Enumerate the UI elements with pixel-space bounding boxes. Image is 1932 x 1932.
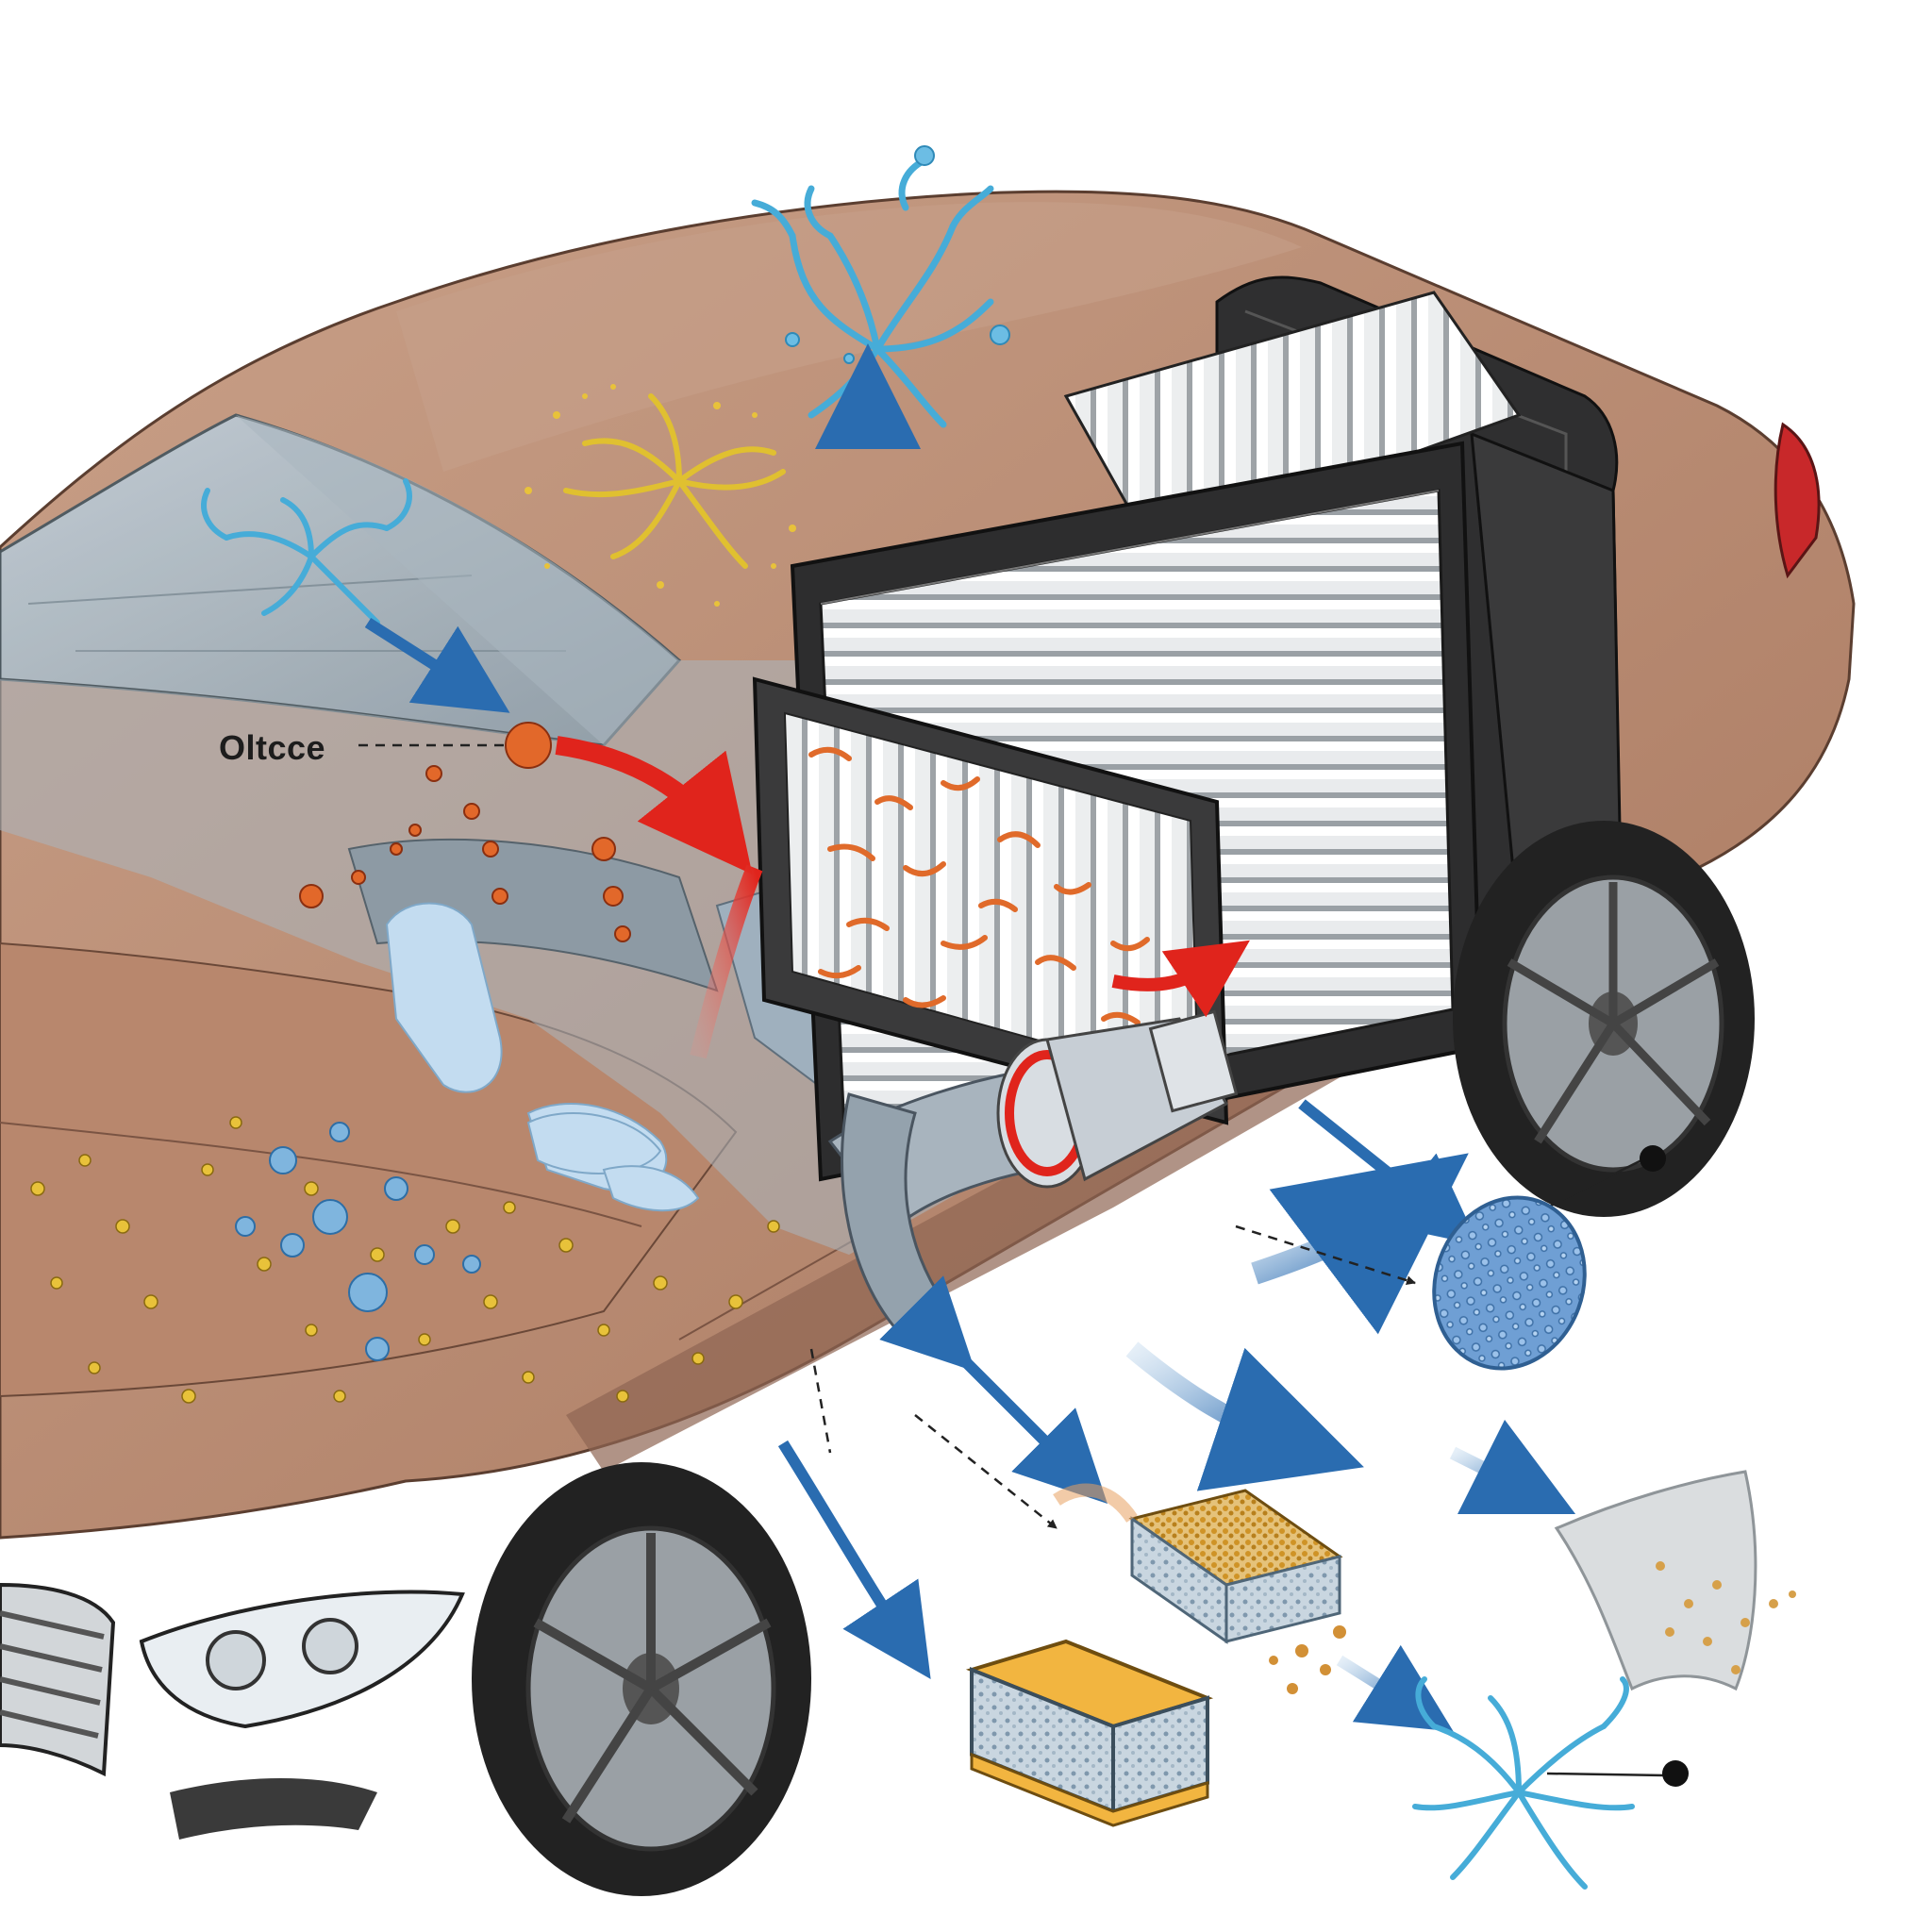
fabric-sheet [1554, 1470, 1796, 1691]
airflow-arrow-heated [555, 736, 753, 874]
leader-lines [358, 743, 1666, 1777]
bumper-vent [170, 1778, 377, 1840]
layered-foam-pad [1053, 1483, 1346, 1694]
airflow-arrow-double [879, 1275, 1108, 1504]
front-wheel [472, 1462, 811, 1896]
pollen-callout-label: Oltcce [219, 728, 326, 767]
mold-spore [1412, 1676, 1635, 1890]
headlight [139, 1590, 465, 1729]
mesh-disc [1432, 1195, 1587, 1371]
blower-motor [996, 1009, 1239, 1189]
callout-dot [1662, 1760, 1689, 1787]
airflow-arrows [364, 343, 1576, 1732]
airflow-arrow-out-1 [1298, 1099, 1479, 1245]
grille [0, 1582, 116, 1777]
secondary-filter-frame [752, 676, 1229, 1125]
airflow-arrow-out-3 [1125, 1341, 1364, 1491]
trapped-debris [808, 746, 1150, 1025]
airflow-arrow-out-5 [1336, 1644, 1454, 1732]
tail-light [1774, 422, 1821, 579]
rear-wheel [1453, 821, 1755, 1217]
callout-dot [1640, 1145, 1666, 1172]
pollen-particles [299, 722, 631, 942]
mold-spore [201, 478, 412, 625]
airflow-arrow-out-4 [1449, 1419, 1576, 1515]
pollen [563, 393, 786, 569]
airflow-arrow-in [364, 617, 510, 713]
hood-particles [30, 1112, 780, 1404]
activated-carbon-layer [965, 1639, 1214, 1827]
airflow-arrow-out-2 [1251, 1153, 1469, 1335]
pollen-dust [525, 384, 796, 607]
airflow-arrow-down [777, 1440, 931, 1679]
